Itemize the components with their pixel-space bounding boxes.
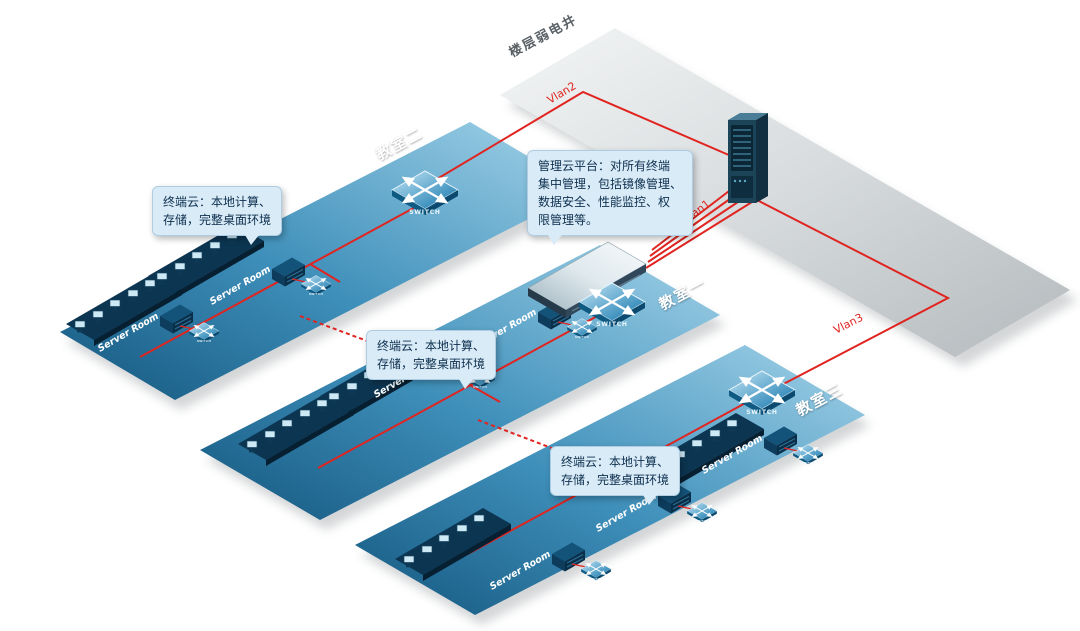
callout-text: 数据安全、性能监控、权 — [538, 195, 671, 209]
vlan3-label: Vlan3 — [831, 311, 865, 337]
callout-text: 管理云平台：对所有终端 — [538, 159, 671, 173]
terminal-cloud-callout-room1: 终端云：本地计算、 存储，完整桌面环境 — [366, 330, 497, 389]
vlan3-link — [756, 199, 951, 391]
callout-text: 存储，完整桌面环境 — [377, 357, 486, 371]
callout-text: 终端云：本地计算、 — [163, 195, 272, 209]
terminal-cloud-callout-room2: 终端云：本地计算、 存储，完整桌面环境 — [152, 186, 283, 245]
shaft-floor-slab — [500, 28, 1070, 357]
management-platform-callout: 管理云平台：对所有终端 集中管理，包括镜像管理、 数据安全、性能监控、权 限管理… — [527, 150, 694, 245]
terminal-cloud-callout-room3: 终端云：本地计算、 存储，完整桌面环境 — [550, 446, 681, 505]
callout-text: 终端云：本地计算、 — [561, 455, 670, 469]
shaft-rack — [727, 112, 769, 204]
room2-room1-dashed-link — [299, 315, 387, 349]
callout-text: 集中管理，包括镜像管理、 — [538, 177, 683, 191]
callout-text: 限管理等。 — [538, 213, 599, 227]
vlan2-link — [431, 90, 746, 183]
callout-text: 终端云：本地计算、 — [377, 339, 486, 353]
callout-text: 存储，完整桌面环境 — [163, 213, 272, 227]
room1-room3-dashed-link — [477, 419, 563, 453]
callout-text: 存储，完整桌面环境 — [561, 473, 670, 487]
